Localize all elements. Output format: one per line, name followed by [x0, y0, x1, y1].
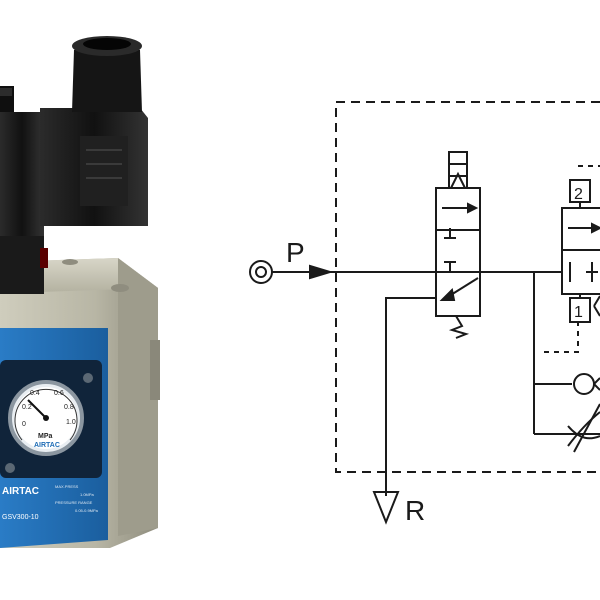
- gauge-brand: AIRTAC: [34, 442, 60, 449]
- screw-head: [111, 284, 129, 292]
- adjustable-throttle-icon: [567, 403, 600, 453]
- exhaust-port-icon: [372, 491, 400, 525]
- solenoid-actuator-icon: [448, 151, 468, 189]
- nameplate-line: PRESSURE RANGE: [55, 500, 93, 505]
- valve2-position-b: [561, 249, 600, 295]
- port-r-label: R: [405, 495, 425, 526]
- port-2-label: 2: [574, 186, 583, 203]
- port-1-label: 1: [574, 304, 583, 321]
- brand-logo: AIRTAC: [2, 486, 39, 497]
- gauge-tick: 0.6: [54, 390, 64, 397]
- screw-head: [62, 259, 78, 265]
- model-label: GSV300-10: [2, 514, 39, 521]
- exhaust-arrow-icon: [439, 287, 456, 301]
- exhaust-line: [385, 297, 436, 496]
- solenoid-base: [0, 232, 48, 294]
- solenoid-coil: [0, 86, 44, 236]
- enclosure-boundary: [335, 101, 600, 473]
- spring-icon: [448, 315, 470, 339]
- pneumatic-schematic: [249, 101, 600, 525]
- main-valve: [544, 165, 600, 353]
- flow-arrow-icon: [467, 202, 479, 214]
- gauge-tick: 0: [22, 421, 26, 428]
- panel-screw: [83, 373, 93, 383]
- pressure-gauge: 0.4 0.6 0.2 0.8 1.0 0 MPa AIRTAC: [8, 380, 84, 456]
- side-port: [150, 340, 160, 400]
- flow-arrow: [309, 264, 334, 280]
- gauge-tick: 0.2: [22, 404, 32, 411]
- port-p-outer: [249, 260, 273, 284]
- gauge-tick: 1.0: [66, 419, 76, 426]
- nameplate-line: 1.0MPa: [80, 492, 95, 497]
- gauge-tick: 0.8: [64, 404, 74, 411]
- nameplate-line: MAX.PRESS: [55, 484, 79, 489]
- pilot-valve: [435, 151, 481, 339]
- nameplate: AIRTAC GSV300-10 MAX.PRESS 1.0MPa PRESSU…: [2, 484, 99, 521]
- nameplate-line: 0.05-0.9MPa: [75, 508, 99, 513]
- port-p-inner: [255, 266, 267, 278]
- gauge-needle: [27, 399, 47, 419]
- valve-photo: 0.4 0.6 0.2 0.8 1.0 0 MPa AIRTAC AIRTAC …: [0, 36, 160, 548]
- port-p-label: P: [286, 237, 305, 268]
- din-connector: [40, 36, 148, 226]
- check-valve-icon: [573, 373, 600, 395]
- panel-screw: [5, 463, 15, 473]
- gauge-tick: 0.4: [30, 390, 40, 397]
- gauge-unit: MPa: [38, 433, 53, 440]
